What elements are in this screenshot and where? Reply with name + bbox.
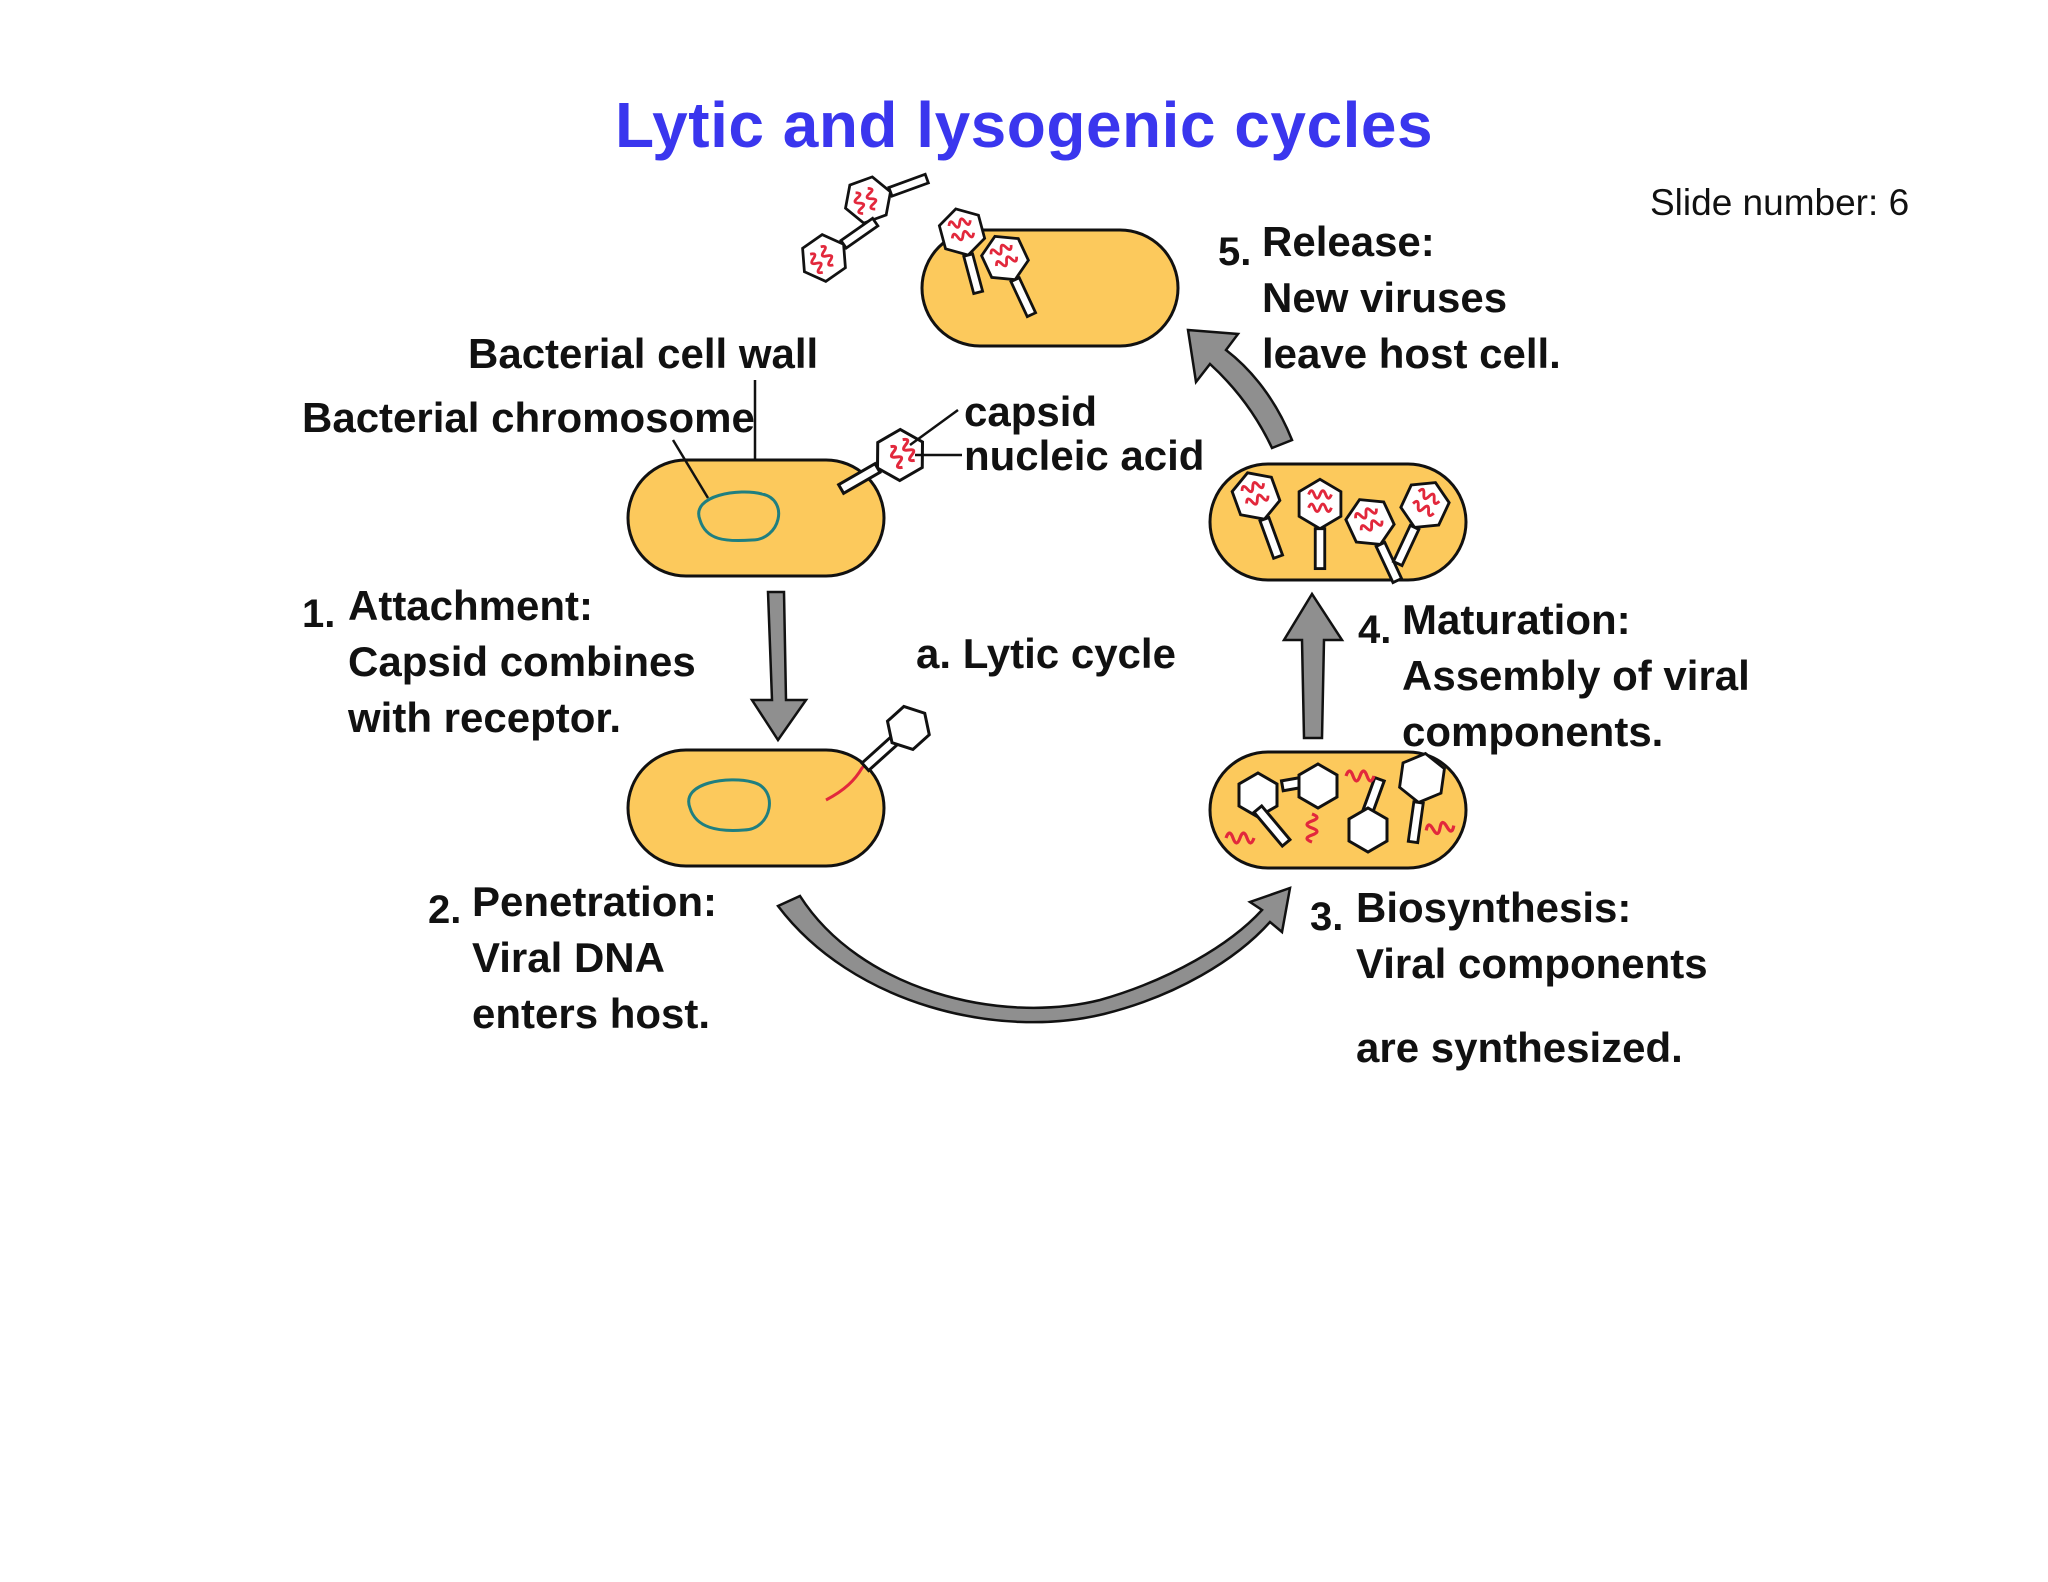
label-bacterial-cell-wall: Bacterial cell wall bbox=[468, 330, 819, 377]
bacterial-chromosome-loop bbox=[697, 490, 781, 543]
step-2-line-2: enters host. bbox=[472, 990, 711, 1037]
step-3-heading: Biosynthesis: bbox=[1356, 884, 1632, 931]
label-bacterial-chromosome: Bacterial chromosome bbox=[302, 394, 755, 441]
step-1-line-2: with receptor. bbox=[348, 694, 622, 741]
arrow-maturation-to-release bbox=[1186, 328, 1294, 450]
step-3-text: Biosynthesis: Viral components are synth… bbox=[1356, 880, 1708, 1076]
step-2-line-1: Viral DNA bbox=[472, 934, 665, 981]
step-3-line-1: Viral components bbox=[1356, 940, 1708, 987]
capsid-pointer bbox=[909, 408, 959, 447]
step-1-heading: Attachment: bbox=[348, 582, 594, 629]
bacterium-release bbox=[791, 158, 1180, 348]
step-5-number: 5. bbox=[1218, 230, 1252, 274]
step-4-line-1: Assembly of viral bbox=[1402, 652, 1750, 699]
step-1-text: Attachment: Capsid combines with recepto… bbox=[348, 578, 696, 746]
slide-title: Lytic and lysogenic cycles bbox=[614, 89, 1434, 161]
step-4-text: Maturation: Assembly of viral components… bbox=[1402, 592, 1750, 760]
released-phage bbox=[837, 158, 936, 229]
step-3-line-2: are synthesized. bbox=[1356, 1024, 1683, 1071]
step-2-heading: Penetration: bbox=[472, 878, 718, 925]
released-phage bbox=[791, 204, 889, 290]
chromosome-pointer bbox=[671, 439, 710, 499]
slide-number: Slide number: 6 bbox=[1650, 182, 1910, 223]
arrow-penetration-to-biosynthesis bbox=[776, 886, 1292, 1024]
step-5-line-1: New viruses bbox=[1262, 274, 1508, 321]
step-1-line-1: Capsid combines bbox=[348, 638, 696, 685]
step-5-text: Release: New viruses leave host cell. bbox=[1262, 214, 1561, 382]
step-2-number: 2. bbox=[428, 888, 462, 932]
step-5-line-2: leave host cell. bbox=[1262, 330, 1561, 377]
label-cycle-name: a. Lytic cycle bbox=[916, 630, 1176, 677]
bacterium-penetration bbox=[626, 697, 939, 868]
step-2-text: Penetration: Viral DNA enters host. bbox=[472, 874, 717, 1042]
bacterium-biosynthesis bbox=[1208, 749, 1468, 870]
label-nucleic-acid: nucleic acid bbox=[964, 432, 1205, 479]
step-1-number: 1. bbox=[302, 592, 336, 636]
step-3-number: 3. bbox=[1310, 895, 1344, 939]
step-5-heading: Release: bbox=[1262, 218, 1435, 265]
step-4-number: 4. bbox=[1358, 608, 1392, 652]
label-capsid: capsid bbox=[964, 388, 1098, 435]
step-4-heading: Maturation: bbox=[1402, 596, 1631, 643]
bacterium-attachment bbox=[626, 380, 962, 578]
arrow-attachment-to-penetration bbox=[749, 590, 809, 743]
bacterium-maturation bbox=[1208, 462, 1468, 591]
step-4-line-2: components. bbox=[1402, 708, 1664, 755]
arrow-biosynthesis-to-maturation bbox=[1281, 591, 1345, 740]
